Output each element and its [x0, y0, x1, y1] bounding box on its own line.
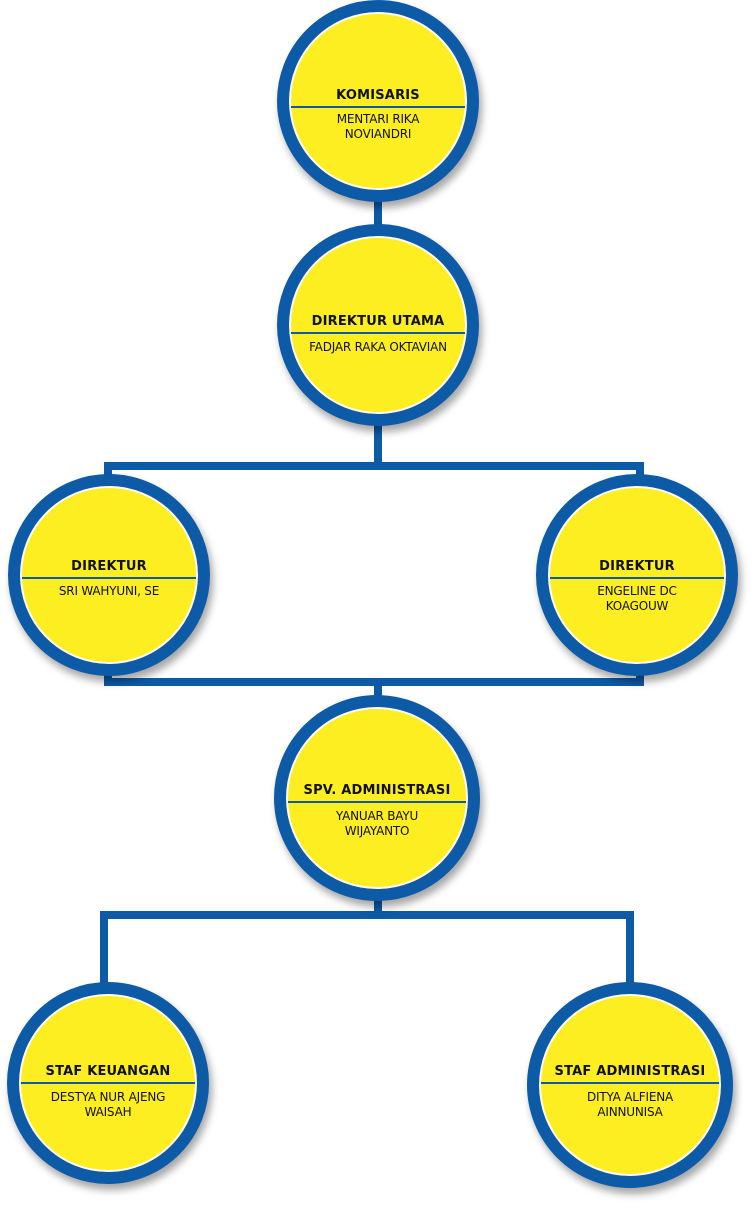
node-staf-administrasi-name: DITYA ALFIENA AINNUNISA: [586, 1090, 674, 1119]
node-staf-administrasi: STAF ADMINISTRASI DITYA ALFIENA AINNUNIS…: [527, 982, 733, 1188]
node-direktur-2-title: DIREKTUR: [599, 559, 675, 574]
node-direktur-2-divider: [550, 577, 724, 579]
node-staf-keuangan-title: STAF KEUANGAN: [45, 1064, 171, 1079]
node-direktur-1: DIREKTUR SRI WAHYUNI, SE: [8, 474, 210, 676]
node-komisaris: KOMISARIS MENTARI RIKA NOVIANDRI: [277, 0, 479, 202]
node-komisaris-name: MENTARI RIKA NOVIANDRI: [336, 112, 420, 141]
node-komisaris-title: KOMISARIS: [336, 88, 420, 103]
node-staf-keuangan-divider: [21, 1082, 195, 1084]
node-direktur-utama: DIREKTUR UTAMA FADJAR RAKA OKTAVIAN: [277, 224, 479, 426]
node-staf-administrasi-title: STAF ADMINISTRASI: [554, 1064, 706, 1079]
node-komisaris-divider: [291, 106, 465, 108]
node-spv-administrasi-title: SPV. ADMINISTRASI: [303, 783, 451, 798]
node-spv-administrasi-name: YANUAR BAYU WIJAYANTO: [335, 809, 419, 838]
node-direktur-1-name: SRI WAHYUNI, SE: [58, 584, 160, 598]
node-direktur-utama-name: FADJAR RAKA OKTAVIAN: [309, 340, 447, 354]
node-staf-administrasi-divider: [541, 1082, 719, 1084]
node-direktur-2: DIREKTUR ENGELINE DC KOAGOUW: [536, 474, 738, 676]
node-direktur-1-divider: [22, 577, 196, 579]
node-direktur-utama-title: DIREKTUR UTAMA: [311, 314, 445, 329]
node-staf-keuangan-name: DESTYA NUR AJENG WAISAH: [50, 1090, 166, 1119]
node-direktur-utama-divider: [291, 332, 465, 334]
node-spv-administrasi-divider: [288, 801, 466, 803]
node-direktur-2-name: ENGELINE DC KOAGOUW: [597, 584, 677, 613]
node-staf-keuangan: STAF KEUANGAN DESTYA NUR AJENG WAISAH: [7, 982, 209, 1184]
node-direktur-1-title: DIREKTUR: [71, 559, 147, 574]
node-spv-administrasi: SPV. ADMINISTRASI YANUAR BAYU WIJAYANTO: [274, 695, 480, 901]
